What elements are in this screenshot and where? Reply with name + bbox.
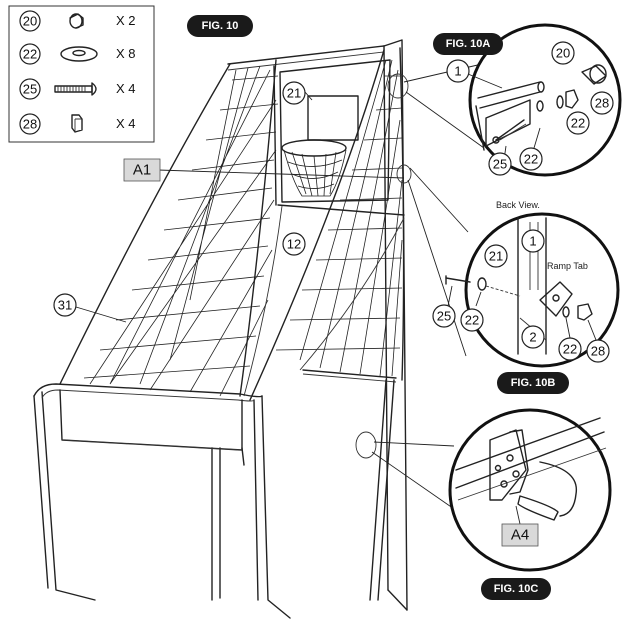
- detail-marker-b: [396, 164, 412, 184]
- fig-10-text: FIG. 10: [202, 20, 239, 32]
- svg-text:25: 25: [493, 157, 507, 172]
- legend-callout-28: [19, 113, 41, 135]
- fig-10a-callout-25: 25: [488, 145, 512, 176]
- backboard: [279, 59, 391, 203]
- fig-10a-callout-28: 28: [590, 91, 614, 115]
- svg-text:FIG. 10B: FIG. 10B: [511, 377, 556, 389]
- svg-text:12: 12: [287, 237, 301, 252]
- svg-text:A4: A4: [511, 527, 529, 544]
- svg-text:28: 28: [595, 96, 609, 111]
- legend-qty-28: X 4: [116, 116, 136, 131]
- fig-10b-callout-25: 25: [432, 285, 456, 328]
- fig-10a-label: FIG. 10A: [433, 33, 503, 55]
- fig-10c-label: FIG. 10C: [481, 578, 551, 600]
- ramp-tab-label: Ramp Tab: [547, 261, 588, 271]
- a1-label: A1: [123, 158, 405, 182]
- legend-part-20: 20: [23, 14, 37, 29]
- svg-text:1: 1: [529, 234, 536, 249]
- legend-callout-22: [19, 43, 41, 65]
- svg-text:FIG. 10C: FIG. 10C: [494, 583, 539, 595]
- detail-marker-a: [387, 73, 409, 99]
- svg-text:22: 22: [563, 342, 577, 357]
- fig-10b-callout-21: 21: [484, 244, 508, 268]
- fig-10b-callout-1: 1: [521, 229, 545, 253]
- svg-text:22: 22: [571, 116, 585, 131]
- parts-legend: 20 X 2 22 X 8 25 X 4 28 X 4: [8, 5, 155, 143]
- svg-text:1: 1: [454, 64, 461, 79]
- side-net-left: [59, 59, 279, 397]
- legend-part-28: 28: [23, 117, 37, 132]
- svg-text:28: 28: [591, 344, 605, 359]
- svg-text:21: 21: [287, 86, 301, 101]
- svg-text:A1: A1: [133, 162, 151, 179]
- svg-text:31: 31: [58, 298, 72, 313]
- fig-10a-callout-1: 1: [446, 59, 503, 89]
- legend-callout-20: [19, 10, 41, 32]
- svg-text:22: 22: [524, 152, 538, 167]
- legend-part-25: 25: [23, 82, 37, 97]
- svg-text:21: 21: [489, 249, 503, 264]
- fig-10b-callout-22-right: 22: [558, 317, 582, 361]
- fig-10a-callout-22-right: 22: [566, 111, 590, 135]
- ramp: [243, 205, 405, 397]
- svg-text:25: 25: [437, 309, 451, 324]
- legend-qty-22: X 8: [116, 46, 136, 61]
- main-callout-31: 31: [53, 293, 127, 323]
- fig-10a-callout-20: 20: [551, 41, 575, 65]
- legend-qty-25: X 4: [116, 81, 136, 96]
- fig-10b-callout-22-left: 22: [460, 291, 484, 332]
- svg-text:FIG. 10A: FIG. 10A: [446, 38, 491, 50]
- svg-text:20: 20: [556, 46, 570, 61]
- svg-text:22: 22: [465, 313, 479, 328]
- leader-to-fig-10b: [407, 167, 469, 357]
- fig-10-label: FIG. 10: [187, 15, 253, 37]
- fig-10a-callout-22-bottom: 22: [519, 127, 543, 171]
- a4-label: A4: [501, 505, 539, 547]
- fig-10b-callout-28: 28: [586, 319, 610, 363]
- legend-part-22: 22: [23, 47, 37, 62]
- fig-10b-label: FIG. 10B: [497, 372, 569, 394]
- legend-qty-20: X 2: [116, 13, 136, 28]
- main-callout-12: 12: [282, 232, 306, 256]
- back-view-label: Back View.: [496, 200, 540, 210]
- legend-callout-25: [19, 78, 41, 100]
- fig-10c-detail: [448, 408, 612, 572]
- detail-marker-c: [355, 431, 377, 459]
- fig-10a-detail: [468, 23, 622, 177]
- bolt-icon: [54, 82, 97, 96]
- hoop: [281, 139, 347, 197]
- washer-icon: [60, 46, 98, 62]
- fig-10b-callout-2: 2: [521, 325, 545, 349]
- svg-text:2: 2: [529, 330, 536, 345]
- main-callout-21: 21: [282, 81, 313, 105]
- nut-icon: [71, 114, 83, 133]
- end-cap-icon: [69, 13, 84, 29]
